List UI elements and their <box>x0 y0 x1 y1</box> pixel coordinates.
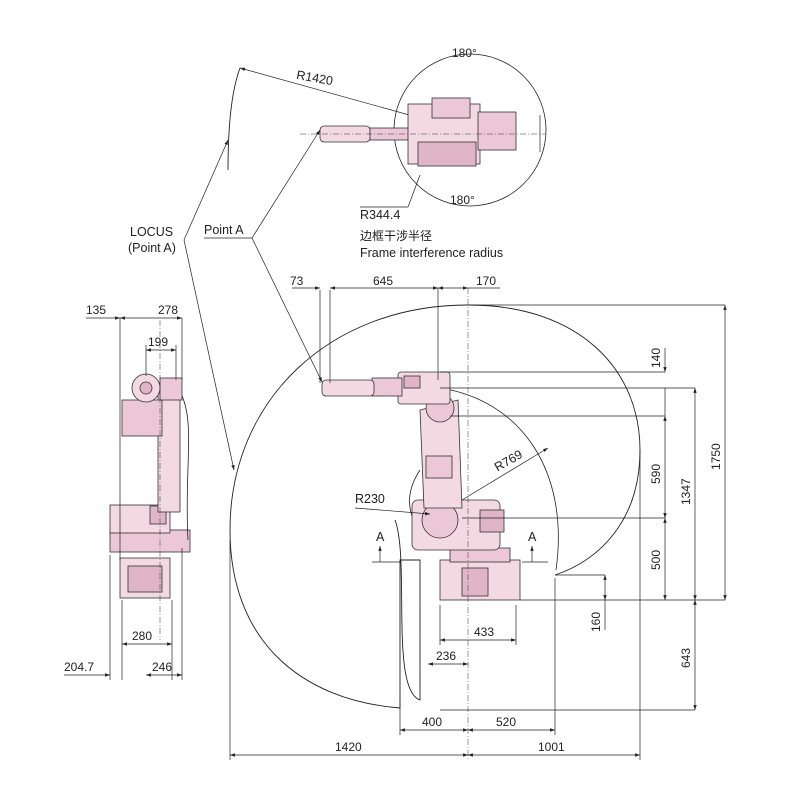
r1420-label: R1420 <box>295 68 334 88</box>
work-envelope-inner <box>439 387 559 571</box>
frame-cn-label: 边框干涉半径 <box>360 229 432 243</box>
front-base-panel <box>127 565 163 593</box>
dim-199-label: 199 <box>148 335 168 349</box>
dim-280-label: 280 <box>132 629 152 643</box>
deg180-bottom-label: 180° <box>450 193 475 207</box>
dim-2047-label: 204.7 <box>64 660 94 674</box>
r769-leader <box>461 447 549 501</box>
dim-236-label: 236 <box>436 649 456 663</box>
dim-1750-label: 1750 <box>709 443 723 470</box>
section-a-left-label: A <box>376 530 385 544</box>
dim-1347-label: 1347 <box>679 478 693 505</box>
top-motor <box>431 97 471 119</box>
dim-1001-label: 1001 <box>538 740 565 754</box>
side-lower-arm-label-plate <box>425 455 453 479</box>
dim-246-label: 246 <box>152 660 172 674</box>
top-rear-box <box>477 111 517 151</box>
locus-leader-top <box>183 139 229 241</box>
dim-73-label: 73 <box>290 274 304 288</box>
side-lower-arm <box>419 399 463 509</box>
top-locus-arc <box>227 67 241 171</box>
point-a-leader-top <box>251 129 321 239</box>
work-envelope-right <box>467 304 641 576</box>
dim-645-label: 645 <box>373 274 393 288</box>
side-forearm <box>371 377 403 397</box>
dim-135-label: 135 <box>86 303 106 317</box>
r230-leader <box>354 507 431 516</box>
dim-433-label: 433 <box>474 625 494 639</box>
dim-590-label: 590 <box>649 464 663 484</box>
front-upper-block <box>159 377 183 401</box>
front-cable <box>179 391 189 541</box>
r230-label: R230 <box>355 492 385 506</box>
point-a-label: Point A <box>204 223 244 237</box>
dim-278-label: 278 <box>158 303 178 317</box>
dim-643-label: 643 <box>679 648 693 668</box>
front-j3-cap <box>139 381 153 395</box>
dim-1420-label: 1420 <box>335 740 362 754</box>
point-a-leader-side <box>251 237 323 383</box>
front-upper-housing <box>121 399 163 437</box>
dim-160-label: 160 <box>589 612 603 632</box>
section-a-right-label: A <box>528 530 537 544</box>
side-view: 73 645 170 140 590 1347 1750 500 160 643… <box>229 274 727 760</box>
top-view: R1420 180° 180° R344.4 边框干涉半径 Frame inte… <box>227 46 547 260</box>
side-upper-motor <box>403 375 421 389</box>
dim-400-label: 400 <box>422 715 442 729</box>
point-a-labels: LOCUS (Point A) Point A <box>128 129 323 471</box>
dim-170-label: 170 <box>476 274 496 288</box>
locus-label: LOCUS <box>130 225 173 239</box>
r1420-leader <box>239 67 421 119</box>
r769-label: R769 <box>492 447 525 474</box>
work-envelope-left <box>229 304 469 709</box>
frame-en-label: Frame interference radius <box>360 246 503 260</box>
deg180-top-label: 180° <box>452 46 477 60</box>
side-base-panel <box>461 567 489 597</box>
dim-500-label: 500 <box>649 550 663 570</box>
locus-leader-side <box>183 239 235 471</box>
r344-leader <box>407 174 421 208</box>
side-wrist <box>321 379 375 397</box>
r344-label: R344.4 <box>360 208 400 222</box>
locus-sub-label: (Point A) <box>128 241 176 255</box>
side-j1-motor <box>479 509 505 533</box>
front-view: 135 278 199 280 204.7 246 <box>64 303 191 680</box>
dim-140-label: 140 <box>649 348 663 368</box>
dim-520-label: 520 <box>496 715 516 729</box>
top-lower-block <box>417 141 477 167</box>
